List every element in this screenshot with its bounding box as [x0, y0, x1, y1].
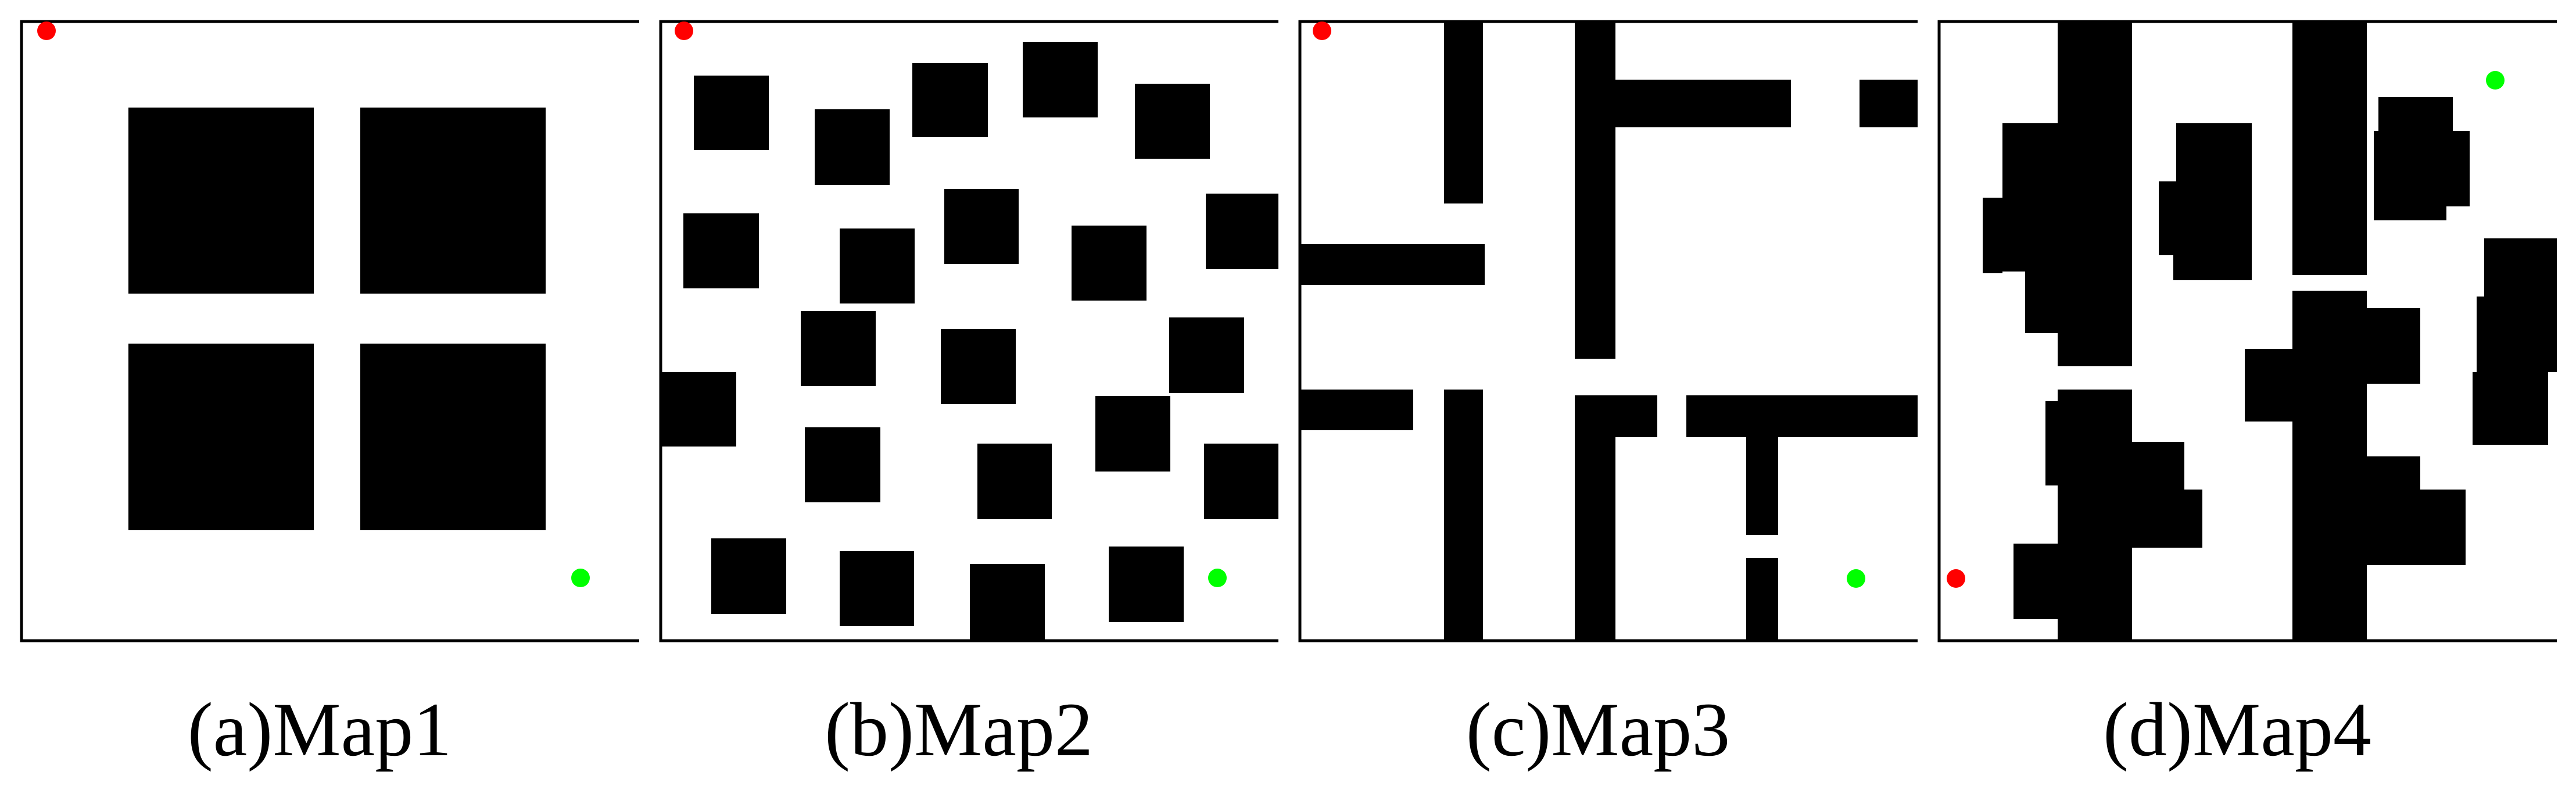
goal-marker [571, 569, 590, 587]
obstacle [801, 311, 876, 386]
obstacle [128, 344, 314, 530]
obstacle [1206, 194, 1278, 269]
map-1-obstacles [128, 108, 546, 530]
obstacle [2367, 308, 2420, 384]
map-1-canvas [20, 20, 639, 642]
map-3-obstacles [1300, 22, 1918, 641]
goal-marker [2486, 71, 2505, 90]
obstacle [2159, 181, 2252, 255]
obstacle [840, 228, 915, 303]
map-4-caption: (d)Map4 [2103, 687, 2371, 772]
obstacle [1615, 80, 1791, 127]
goal-marker [1847, 569, 1865, 588]
obstacle [2374, 206, 2446, 220]
map-2-caption: (b)Map2 [825, 687, 1093, 772]
obstacle [1746, 437, 1778, 535]
obstacle [2058, 22, 2132, 366]
obstacle [1860, 80, 1918, 127]
obstacle [977, 444, 1052, 519]
map-3-frame [1298, 20, 1918, 642]
start-marker [675, 22, 693, 40]
obstacle [2473, 372, 2548, 445]
map-panel-2: (b)Map2 [639, 0, 1278, 800]
obstacle [840, 551, 914, 626]
map-3-canvas [1298, 20, 1918, 642]
obstacle [2477, 297, 2557, 372]
obstacle [1444, 22, 1483, 203]
obstacle [815, 109, 890, 185]
obstacle [2002, 123, 2058, 272]
map-2-canvas [659, 20, 1278, 642]
map-4-canvas [1937, 20, 2557, 642]
map-2-obstacles [661, 42, 1278, 641]
obstacle [711, 538, 786, 614]
obstacle [2173, 255, 2252, 280]
obstacle [1444, 390, 1483, 641]
obstacle [1575, 22, 1615, 359]
obstacle [683, 213, 759, 288]
obstacle [2484, 238, 2557, 297]
obstacle [2132, 442, 2184, 490]
obstacle [2292, 22, 2367, 275]
obstacle [1575, 395, 1615, 641]
obstacle [661, 372, 736, 447]
map-4-frame [1937, 20, 2557, 642]
obstacle [2245, 349, 2292, 422]
obstacle [1686, 395, 1918, 437]
obstacle [1746, 558, 1778, 641]
start-marker [37, 22, 56, 40]
obstacle [2132, 490, 2202, 548]
obstacle [2025, 272, 2058, 333]
obstacle [360, 108, 546, 294]
map-2-frame [659, 20, 1278, 642]
map-4-obstacles [1983, 22, 2557, 641]
obstacle [2367, 456, 2420, 495]
map-panel-4: (d)Map4 [1918, 0, 2557, 800]
obstacle [1300, 244, 1485, 285]
obstacle [1983, 198, 2002, 273]
map-1-caption: (a)Map1 [187, 687, 452, 772]
start-marker [1947, 569, 1965, 588]
obstacle [694, 76, 769, 150]
start-marker [1313, 22, 1331, 40]
obstacle [2292, 291, 2367, 641]
map-panel-3: (c)Map3 [1278, 0, 1918, 800]
obstacle [944, 189, 1019, 264]
obstacle [970, 564, 1045, 641]
obstacle [2367, 490, 2466, 565]
obstacle [1204, 444, 1278, 519]
obstacle [128, 108, 314, 294]
goal-marker [1208, 569, 1227, 587]
obstacle [1023, 42, 1098, 117]
map-1-frame [20, 20, 639, 642]
obstacle [1109, 547, 1184, 622]
obstacle [1300, 390, 1413, 430]
obstacle [1135, 84, 1210, 159]
obstacle [912, 63, 988, 137]
obstacle [1615, 395, 1657, 437]
obstacle [1169, 317, 1244, 393]
obstacle [1072, 226, 1147, 301]
obstacle [2058, 390, 2132, 641]
obstacle [941, 329, 1016, 404]
map-3-caption: (c)Map3 [1466, 687, 1731, 772]
obstacle [360, 344, 546, 530]
obstacle [2045, 401, 2058, 485]
obstacle [805, 427, 880, 502]
obstacle [2013, 544, 2058, 619]
obstacle [1095, 396, 1170, 472]
obstacle [2374, 131, 2470, 206]
map-panel-1: (a)Map1 [0, 0, 639, 800]
